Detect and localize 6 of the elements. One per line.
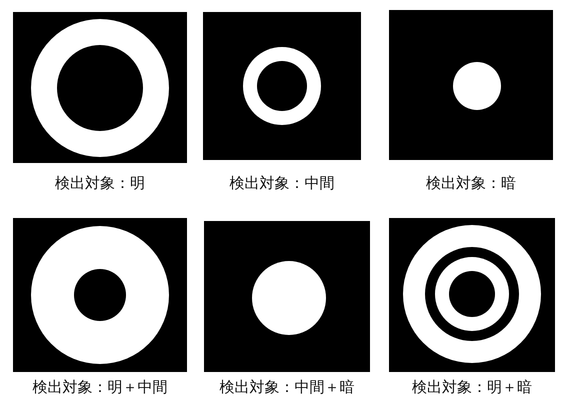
caption: 検出対象：中間 xyxy=(230,174,334,192)
caption: 検出対象：明 xyxy=(55,174,145,192)
caption: 検出対象：中間＋暗 xyxy=(220,378,354,396)
caption: 検出対象：暗 xyxy=(426,174,516,192)
caption: 検出対象：明＋暗 xyxy=(412,378,532,396)
caption: 検出対象：明＋中間 xyxy=(32,378,168,396)
